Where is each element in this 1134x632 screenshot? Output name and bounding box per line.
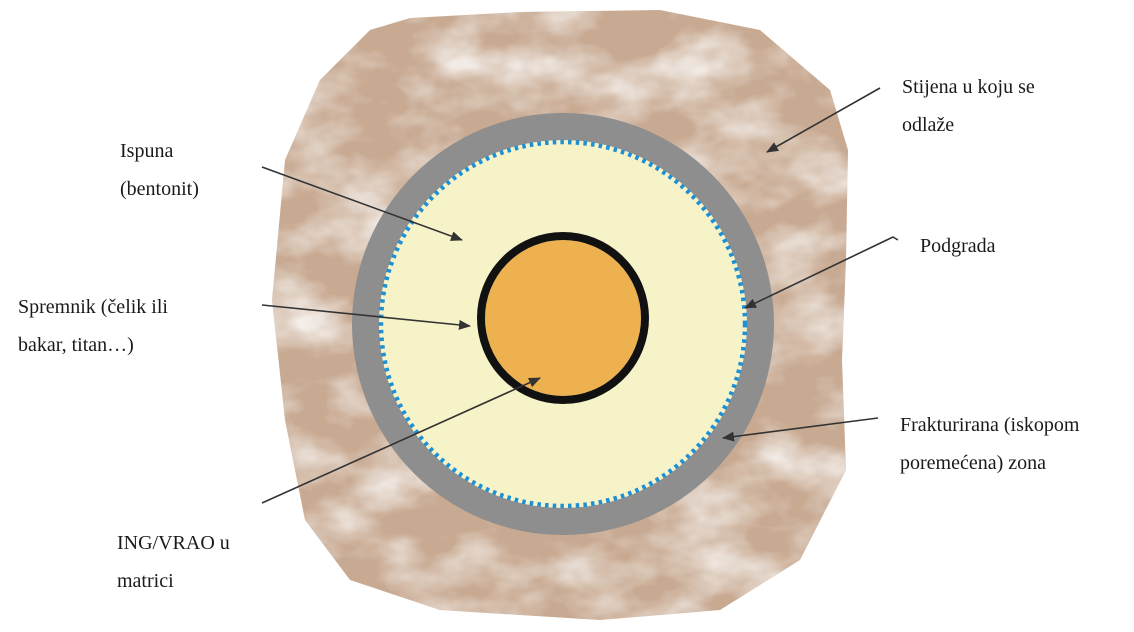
waste-matrix bbox=[485, 240, 641, 396]
label-waste: ING/VRAO u matrici bbox=[117, 524, 230, 600]
label-canister-line2: bakar, titan…) bbox=[18, 326, 168, 364]
label-fractured-zone-line2: poremećena) zona bbox=[900, 444, 1079, 482]
label-waste-line1: ING/VRAO u bbox=[117, 524, 230, 562]
label-support: Podgrada bbox=[920, 227, 996, 265]
label-fill: Ispuna (bentonit) bbox=[120, 132, 199, 208]
label-rock: Stijena u koju se odlaže bbox=[902, 68, 1035, 144]
label-canister-line1: Spremnik (čelik ili bbox=[18, 288, 168, 326]
label-fill-line2: (bentonit) bbox=[120, 170, 199, 208]
label-rock-line2: odlaže bbox=[902, 106, 1035, 144]
label-fill-line1: Ispuna bbox=[120, 132, 199, 170]
label-waste-line2: matrici bbox=[117, 562, 230, 600]
label-canister: Spremnik (čelik ili bakar, titan…) bbox=[18, 288, 168, 364]
label-support-line1: Podgrada bbox=[920, 227, 996, 265]
label-rock-line1: Stijena u koju se bbox=[902, 68, 1035, 106]
label-fractured-zone-line1: Frakturirana (iskopom bbox=[900, 406, 1079, 444]
label-fractured-zone: Frakturirana (iskopom poremećena) zona bbox=[900, 406, 1079, 482]
